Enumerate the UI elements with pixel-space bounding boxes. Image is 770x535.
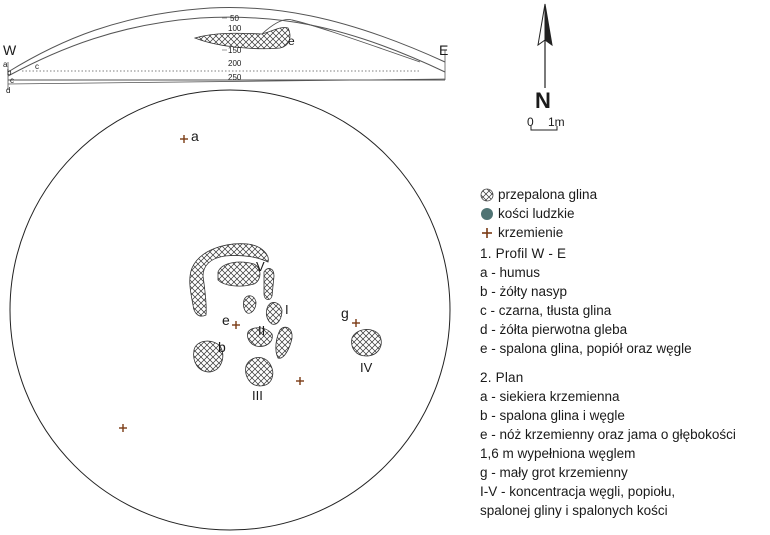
burnt-clay-arc-v [189, 243, 269, 317]
north-letter: N [535, 88, 551, 113]
profile-mound-hump [261, 19, 421, 63]
filled-circle-icon [480, 207, 494, 221]
burnt-clay-iv [351, 329, 382, 357]
plan-item: e - nóż krzemienny oraz jama o głębokośc… [480, 427, 736, 442]
plan-item: spalonej gliny i spalonych kości [480, 503, 668, 518]
profile-item: b - żółty nasyp [480, 284, 568, 299]
plan-title: 2. Plan [480, 370, 524, 385]
legend-label: przepalona glina [498, 187, 598, 202]
legend-human-bones: kości ludzkie [480, 204, 770, 223]
scale-bar: 0 1m [527, 115, 565, 131]
profile-item: e - spalona glina, popiół oraz węgle [480, 341, 692, 356]
plan-g-label: g [341, 305, 349, 321]
profile-e-label: e [288, 34, 295, 48]
profile-item: c - czarna, tłusta glina [480, 303, 612, 318]
scale-start: 0 [527, 115, 534, 129]
legend-burnt-clay: przepalona glina [480, 185, 770, 204]
conc-iv-label: IV [360, 360, 373, 375]
plan-item: b - spalona glina i węgle [480, 408, 625, 423]
flint-cross [232, 321, 240, 329]
legend: przepalona glina kości ludzkie krzemieni… [480, 185, 770, 520]
depth-150: 150 [228, 46, 242, 55]
profile-item: d - żółta pierwotna gleba [480, 322, 628, 337]
legend-label: krzemienie [498, 225, 564, 240]
layer-c-label: c [10, 76, 14, 85]
depth-50: 50 [230, 14, 239, 23]
conc-i-label: I [285, 302, 289, 317]
depth-250: 250 [228, 73, 242, 82]
conc-ii-label: II [258, 323, 265, 338]
flint-cross [352, 319, 360, 327]
conc-iii-label: III [252, 388, 263, 403]
cross-icon [480, 226, 494, 240]
profile-east-label: E [439, 42, 448, 58]
layer-c-inner-label: c [35, 62, 39, 71]
burnt-clay-v [217, 261, 261, 287]
layer-d-label: d [6, 86, 10, 95]
depth-100: 100 [228, 24, 242, 33]
plan-view: a b e g I II III IV V [9, 89, 451, 531]
profile-item: a - humus [480, 265, 541, 280]
plan-item: g - mały grot krzemienny [480, 465, 628, 480]
north-arrow: N [535, 3, 553, 113]
plan-b-label: b [218, 339, 226, 355]
burnt-clay-ii [247, 327, 273, 347]
layer-a-label: a [3, 60, 8, 69]
depth-200: 200 [228, 59, 242, 68]
profile-layer-b-line [7, 16, 446, 77]
profile-section: W E 50 100 150 200 250 a b c d c e [3, 6, 448, 95]
conc-v-label: V [256, 259, 265, 274]
plan-e-label: e [222, 312, 230, 328]
plan-item: a - siekiera krzemienna [480, 389, 620, 404]
flint-cross [296, 377, 304, 385]
burnt-clay-small [243, 295, 257, 314]
layer-b-label: b [7, 68, 12, 77]
legend-flints: krzemienie [480, 223, 770, 242]
crosshatch-circle-icon [480, 188, 494, 202]
profile-burnt-layer-e [193, 27, 291, 50]
burnt-clay-iii [245, 357, 274, 387]
burnt-clay-right-v [263, 268, 275, 300]
burnt-clay-ii-right [275, 326, 293, 359]
plan-item: 1,6 m wypełniona węglem [480, 446, 636, 461]
flint-cross [119, 424, 127, 432]
plan-item: I-V - koncentracja węgli, popiołu, [480, 484, 676, 499]
burnt-clay-b [193, 340, 224, 373]
flint-cross [180, 135, 188, 143]
scale-end: 1m [548, 115, 565, 129]
burnt-clay-i [265, 302, 283, 325]
profile-west-label: W [3, 42, 17, 58]
plan-a-label: a [191, 128, 199, 144]
barrow-outline [9, 89, 451, 531]
legend-label: kości ludzkie [498, 206, 575, 221]
profile-base-line [7, 78, 446, 85]
profile-outer-surface [7, 6, 446, 73]
profile-title: 1. Profil W - E [480, 246, 567, 261]
